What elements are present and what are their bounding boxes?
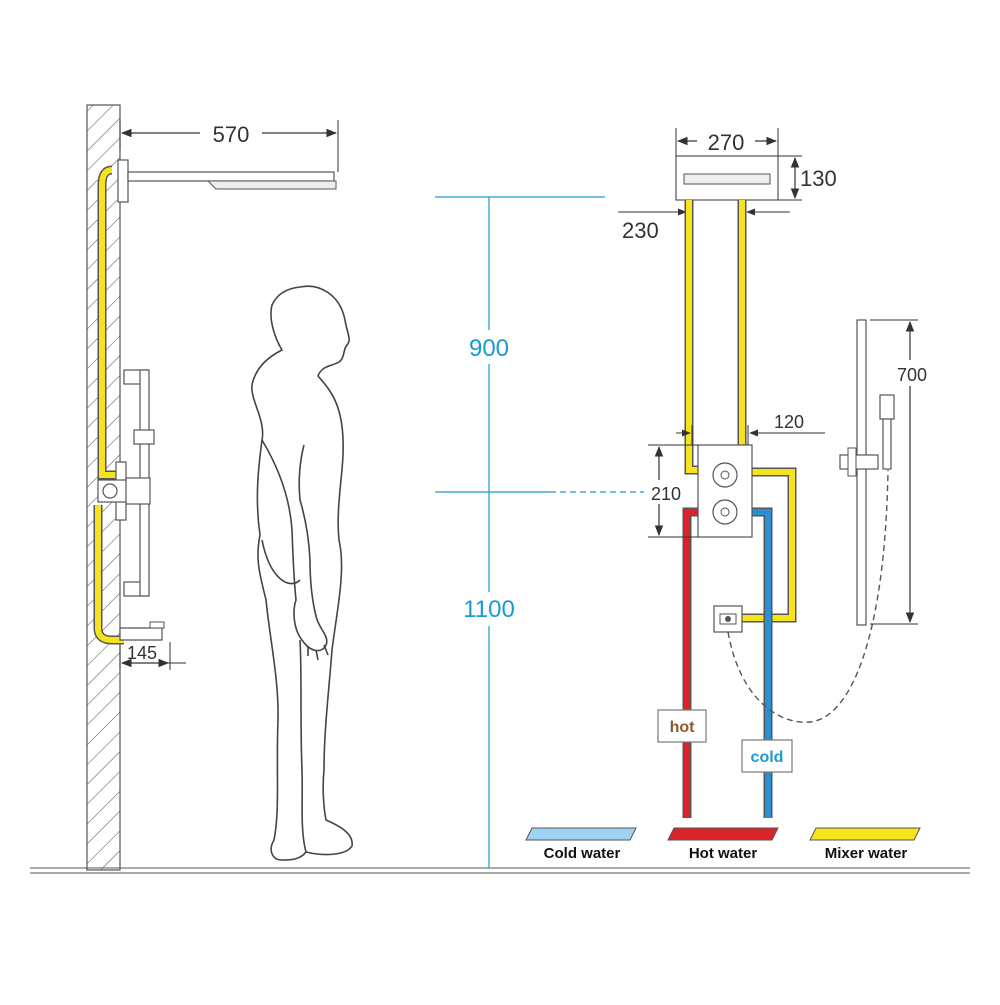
legend-hot: Hot water	[667, 827, 779, 862]
dimension-head-height: 130	[778, 155, 837, 201]
dimension-head-width: 270	[675, 126, 779, 156]
dimension-arm-length: 570	[119, 118, 339, 172]
hot-supply-pipe	[682, 507, 698, 818]
legend-cold: Cold water	[525, 827, 637, 862]
dimension-height-lines: 900 1100	[435, 196, 690, 868]
legend: Cold water Hot water Mixer water	[525, 827, 921, 862]
legend-cold-label: Cold water	[544, 845, 621, 862]
hot-tag: hot	[657, 709, 707, 743]
cold-tag: cold	[741, 739, 793, 773]
shower-height-label: 900	[469, 335, 509, 362]
valve-height-label: 1100	[463, 596, 515, 623]
valve-side	[97, 461, 151, 521]
rail-length-label: 700	[897, 365, 927, 385]
tub-spout-side	[119, 621, 165, 641]
wall-outlet-box	[713, 605, 743, 633]
dimension-spout-projection: 145	[119, 642, 186, 670]
legend-mixer-label: Mixer water	[825, 845, 908, 862]
valve-offset-label: 120	[774, 412, 804, 432]
person-silhouette	[251, 285, 353, 861]
shower-arm-side	[117, 159, 337, 203]
hand-shower-hose	[727, 469, 889, 723]
wall-mixer-pipe	[93, 165, 124, 645]
legend-hot-label: Hot water	[689, 845, 758, 862]
shower-head-front	[675, 155, 779, 201]
valve-size-label: 210	[651, 484, 681, 504]
mixer-pipes-to-head	[684, 200, 797, 623]
cold-tag-label: cold	[751, 749, 784, 766]
arm-length-label: 570	[213, 122, 250, 147]
hand-shower-front	[879, 394, 895, 470]
head-height-label: 130	[800, 166, 837, 191]
head-width-label: 270	[708, 130, 745, 155]
hot-tag-label: hot	[670, 719, 696, 736]
dimension-valve-offset: 120	[676, 412, 825, 445]
dimension-rail-length: 700	[870, 319, 936, 625]
dimension-valve-size: 210	[644, 444, 698, 538]
slide-rail-front	[839, 319, 879, 626]
legend-mixer: Mixer water	[809, 827, 921, 862]
spout-projection-label: 145	[127, 643, 157, 663]
dimension-head-depth: 230	[618, 200, 790, 243]
head-depth-label: 230	[622, 218, 659, 243]
thermostatic-valve-front	[697, 444, 753, 538]
floor-line	[30, 867, 970, 874]
cold-supply-pipe	[752, 507, 773, 818]
